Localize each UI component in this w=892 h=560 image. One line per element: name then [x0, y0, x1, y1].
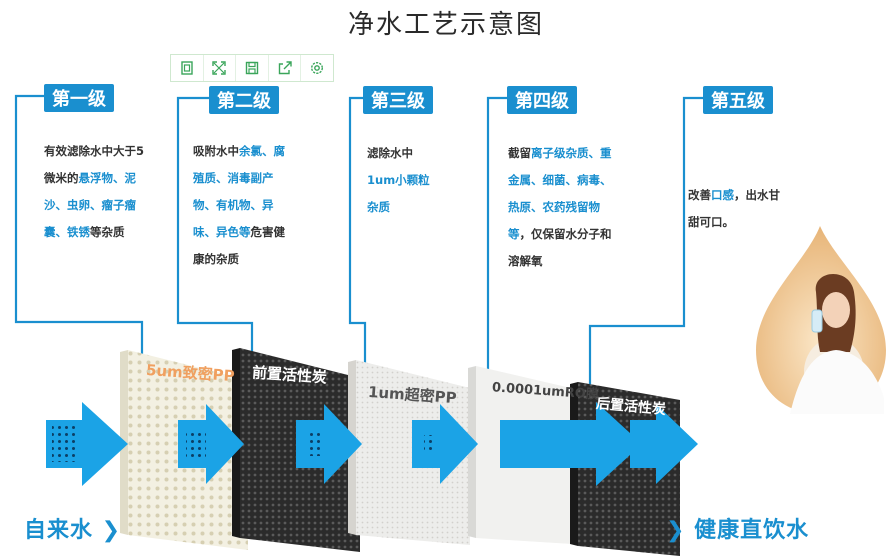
settings-icon[interactable] [301, 55, 333, 81]
fullscreen-icon[interactable] [204, 55, 237, 81]
desc-highlight: 余氯、腐殖质、消毒副产物、有机物、异味、异色等 [193, 144, 285, 239]
stage-3-description: 滤除水中 1um小颗粒杂质 [367, 140, 439, 221]
flow-arrow [178, 404, 244, 484]
desc-text: 改善 [688, 188, 711, 202]
image-toolbar [170, 54, 334, 82]
stage-5-label: 第五级 [703, 86, 773, 114]
stage-1-description: 有效滤除水中大于5微米的悬浮物、泥沙、虫卵、瘤子瘤囊、铁锈等杂质 [44, 138, 144, 246]
desc-highlight: 1um小颗粒杂质 [367, 173, 430, 214]
stage-1-label: 第一级 [44, 84, 114, 112]
desc-text: 吸附水中 [193, 144, 239, 158]
desc-text: 危害健康的杂质 [193, 225, 285, 266]
flow-arrow [46, 402, 128, 486]
desc-text: ，出水甘甜可口。 [688, 188, 780, 229]
drinking-person-illustration [756, 226, 886, 414]
desc-highlight: 悬浮物、泥沙、虫卵、瘤子瘤囊、铁锈 [44, 171, 136, 239]
filter-assembly [46, 348, 698, 556]
desc-highlight: 口感 [711, 188, 734, 202]
flow-arrow [500, 402, 642, 486]
share-icon[interactable] [269, 55, 302, 81]
save-icon[interactable] [236, 55, 269, 81]
desc-text: 截留 [508, 146, 531, 160]
desc-text: 滤除水中 [367, 146, 413, 160]
stage-4-label: 第四级 [507, 86, 577, 114]
copy-icon[interactable] [171, 55, 204, 81]
stage-2-label: 第二级 [209, 86, 279, 114]
page-title: 净水工艺示意图 [347, 10, 544, 40]
desc-highlight: 离子级杂质、重金属、细菌、病毒、热原、农药残留物等 [508, 146, 612, 241]
stage-4-description: 截留离子级杂质、重金属、细菌、病毒、热原、农药残留物等，仅保留水分子和溶解氧 [508, 140, 614, 275]
flow-arrow [412, 404, 478, 484]
desc-text: 等杂质 [90, 225, 125, 239]
stage-2-description: 吸附水中余氯、腐殖质、消毒副产物、有机物、异味、异色等危害健康的杂质 [193, 138, 289, 273]
output-water-label: ❯ 健康直饮水 [666, 518, 810, 543]
flow-arrow [296, 404, 362, 484]
stage-3-label: 第三级 [363, 86, 433, 114]
source-water-label: 自来水 ❯ [24, 518, 122, 543]
desc-text: 有效滤除水中大于5微米的 [44, 144, 145, 185]
desc-text: ，仅保留水分子和溶解氧 [508, 227, 612, 268]
flow-arrow [630, 404, 698, 484]
stage-5-description: 改善口感，出水甘甜可口。 [688, 182, 782, 236]
